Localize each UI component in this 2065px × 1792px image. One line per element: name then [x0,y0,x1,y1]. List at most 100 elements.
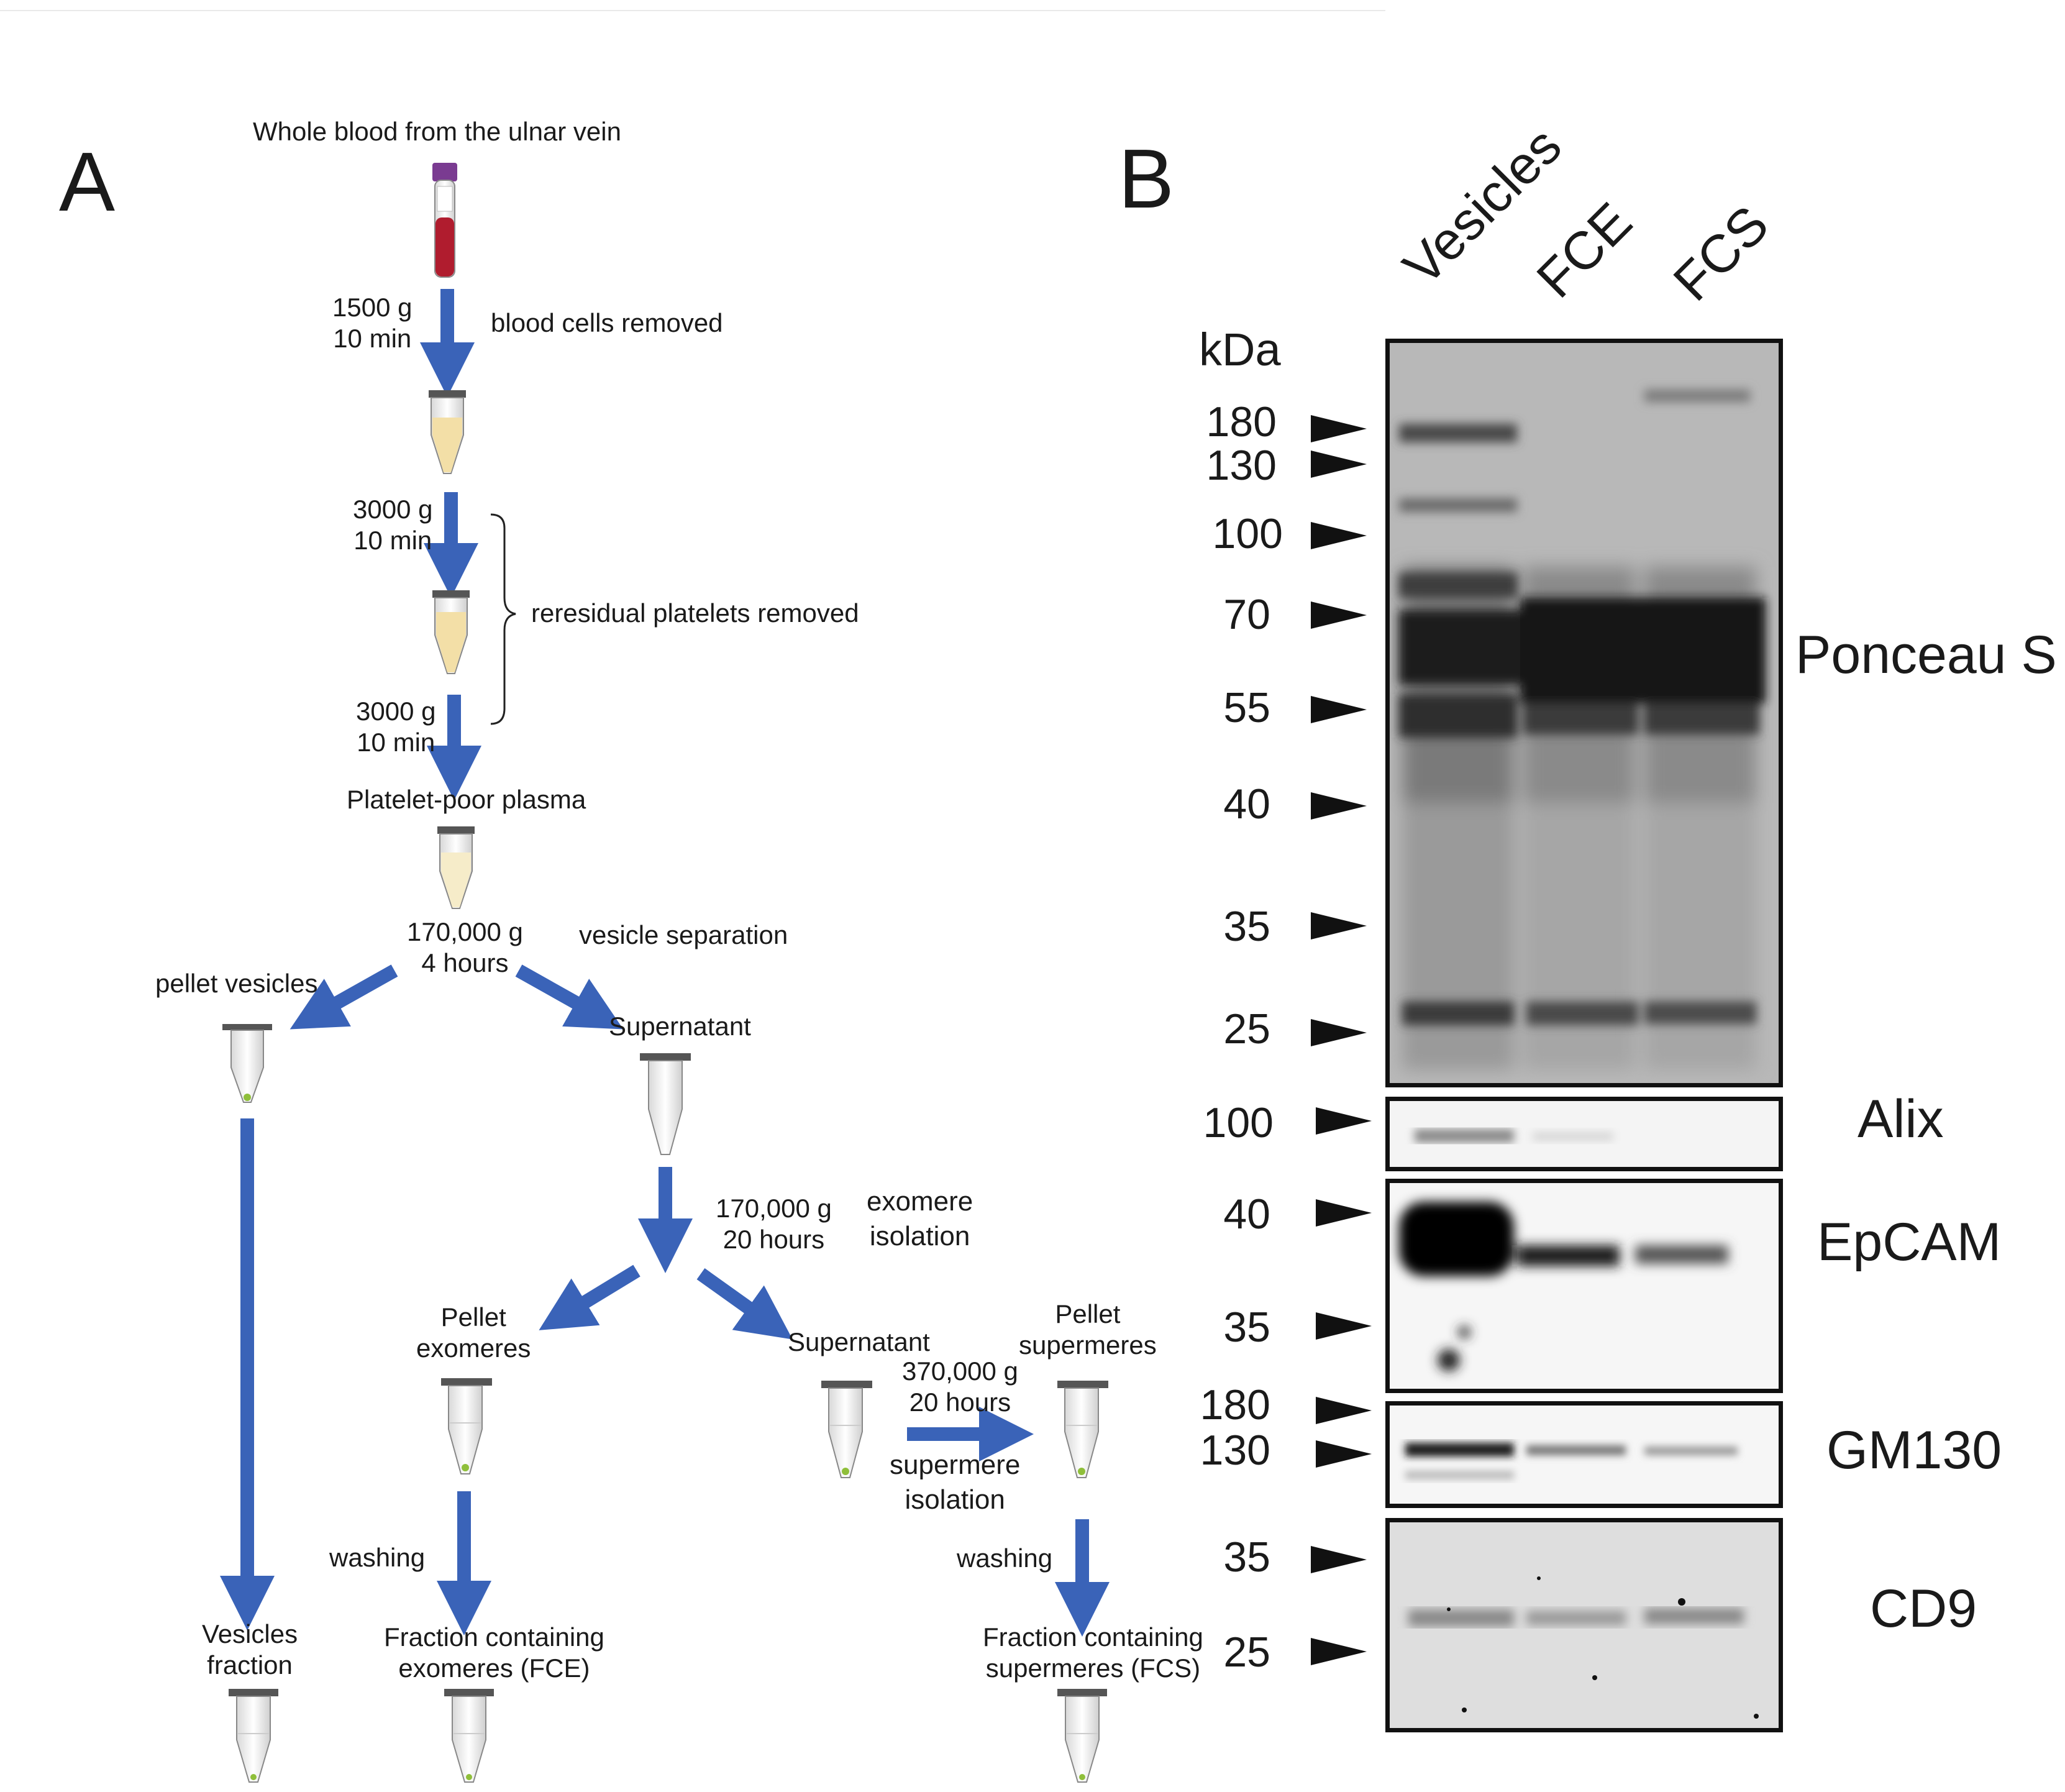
top-divider [0,10,1385,11]
alix-blot [1385,1097,1783,1171]
ponceau-blot [1385,339,1783,1087]
supernatant2-label: Supernatant [788,1327,930,1356]
final-tube-icon-fce [444,1689,494,1783]
supernatant-tube-icon-2 [821,1381,872,1478]
step1-note: blood cells removed [491,308,723,337]
alix-bands [1415,1129,1613,1143]
ponceau-marker-70: 70 [1223,591,1270,638]
final-fce-label: Fraction containing exomeres (FCE) [384,1622,604,1684]
step5-condition: 170,000 g 20 hours [716,1193,832,1255]
arrow-supernatant-1 [515,964,624,1030]
supernatant1-label: Supernatant [609,1012,751,1041]
pellet-vesicles-label: pellet vesicles [155,969,318,998]
ponceau-marker-55: 55 [1223,684,1270,731]
step3-g: 3000 g [356,697,436,726]
step6-note: supermere isolation [890,1448,1020,1517]
pellet-exomeres-line2: exomeres [416,1333,531,1363]
ppp-label: Platelet-poor plasma [347,785,586,814]
final-fcs-line1: Fraction containing [983,1622,1203,1652]
plasma-tube-icon-3 [437,826,475,909]
panel-a-label: A [59,135,116,229]
step4-note: vesicle separation [579,920,788,949]
arrow-supernatant-2 [696,1268,793,1340]
final-vesicles-label: Vesicles fraction [202,1619,298,1681]
ponceau-bands [1390,343,1779,1083]
washing1-label: washing [329,1543,426,1572]
step2-g: 3000 g [353,495,433,524]
gm130-marker-180: 180 [1200,1381,1270,1429]
step2-time: 10 min [353,526,432,555]
step5-time: 20 hours [723,1225,825,1254]
alix-label: Alix [1858,1089,1944,1149]
gm130-marker-130: 130 [1200,1427,1270,1474]
step4-g: 170,000 g [407,917,523,946]
step3-time: 10 min [357,728,435,757]
step6-note-line2: isolation [905,1484,1005,1515]
supernatant-tube-icon-1 [640,1053,691,1155]
ponceau-marker-100: 100 [1212,510,1283,557]
ponceau-marker-180: 180 [1206,398,1277,446]
ponceau-marker-130: 130 [1206,442,1277,489]
cd9-marker-25: 25 [1223,1629,1270,1676]
cd9-label: CD9 [1870,1579,1977,1639]
ponceau-label: Ponceau S [1795,625,2057,685]
epcam-bands [1399,1202,1728,1371]
start-label: Whole blood from the ulnar vein [253,117,621,146]
step2-condition: 3000 g 10 min [353,494,432,556]
step4-condition: 170,000 g 4 hours [407,917,523,979]
alix-marker-100: 100 [1203,1099,1274,1146]
step6-time: 20 hours [909,1387,1011,1417]
pellet-supermeres-label: Pellet supermeres [1019,1299,1157,1361]
brace-note: reresidual platelets removed [531,598,859,628]
step1-time: 10 min [333,324,412,353]
step6-note-line1: supermere [890,1450,1021,1480]
final-vesicles-line1: Vesicles [202,1619,298,1648]
pellet-tube-icon-supermeres [1057,1381,1108,1478]
step5-note-line1: exomere [867,1186,973,1217]
final-tube-icon-fcs [1057,1689,1107,1783]
pellet-exomeres-line1: Pellet [440,1302,506,1332]
final-vesicles-line2: fraction [207,1650,293,1680]
step1-g: 1500 g [332,293,413,322]
pellet-tube-icon-vesicles [222,1024,272,1103]
final-fce-line2: exomeres (FCE) [398,1653,590,1683]
cd9-blot [1385,1518,1783,1732]
washing2-label: washing [957,1543,1053,1573]
epcam-marker-40: 40 [1223,1191,1270,1238]
ponceau-marker-25: 25 [1223,1005,1270,1053]
ponceau-marker-35: 35 [1223,903,1270,950]
arrow-pellet-vesicles [289,964,398,1030]
step5-g: 170,000 g [716,1194,832,1223]
epcam-marker-35: 35 [1223,1304,1270,1351]
cd9-marker-35: 35 [1223,1534,1270,1581]
step4-time: 4 hours [421,948,509,977]
pellet-exomeres-label: Pellet exomeres [416,1302,531,1364]
step1-condition: 1500 g 10 min [332,292,412,354]
gm130-bands [1405,1443,1738,1479]
brace-icon [490,513,516,725]
step5-note: exomere isolation [867,1184,973,1254]
epcam-label: EpCAM [1817,1212,2002,1272]
gm130-blot [1385,1401,1783,1508]
pellet-supermeres-line1: Pellet [1055,1299,1121,1328]
epcam-blot [1385,1179,1783,1393]
final-fce-line1: Fraction containing [384,1622,604,1652]
kda-unit: kDa [1199,324,1281,375]
ponceau-marker-40: 40 [1223,780,1270,828]
pellet-tube-icon-exomeres [441,1378,492,1474]
cd9-bands [1408,1576,1759,1719]
step3-condition: 3000 g 10 min [356,696,435,758]
panel-b-label: B [1118,132,1175,226]
pellet-supermeres-line2: supermeres [1019,1330,1157,1360]
plasma-tube-icon-2 [432,590,470,674]
arrow-pellet-exomeres [539,1264,640,1330]
plasma-tube-icon-1 [429,390,466,474]
blood-tube-icon [432,163,457,278]
step6-condition: 370,000 g 20 hours [902,1356,1018,1418]
step6-g: 370,000 g [902,1356,1018,1386]
final-fcs-line2: supermeres (FCS) [985,1653,1201,1683]
gm130-label: GM130 [1826,1420,2002,1480]
step5-note-line2: isolation [869,1221,970,1251]
final-fcs-label: Fraction containing supermeres (FCS) [983,1622,1203,1684]
